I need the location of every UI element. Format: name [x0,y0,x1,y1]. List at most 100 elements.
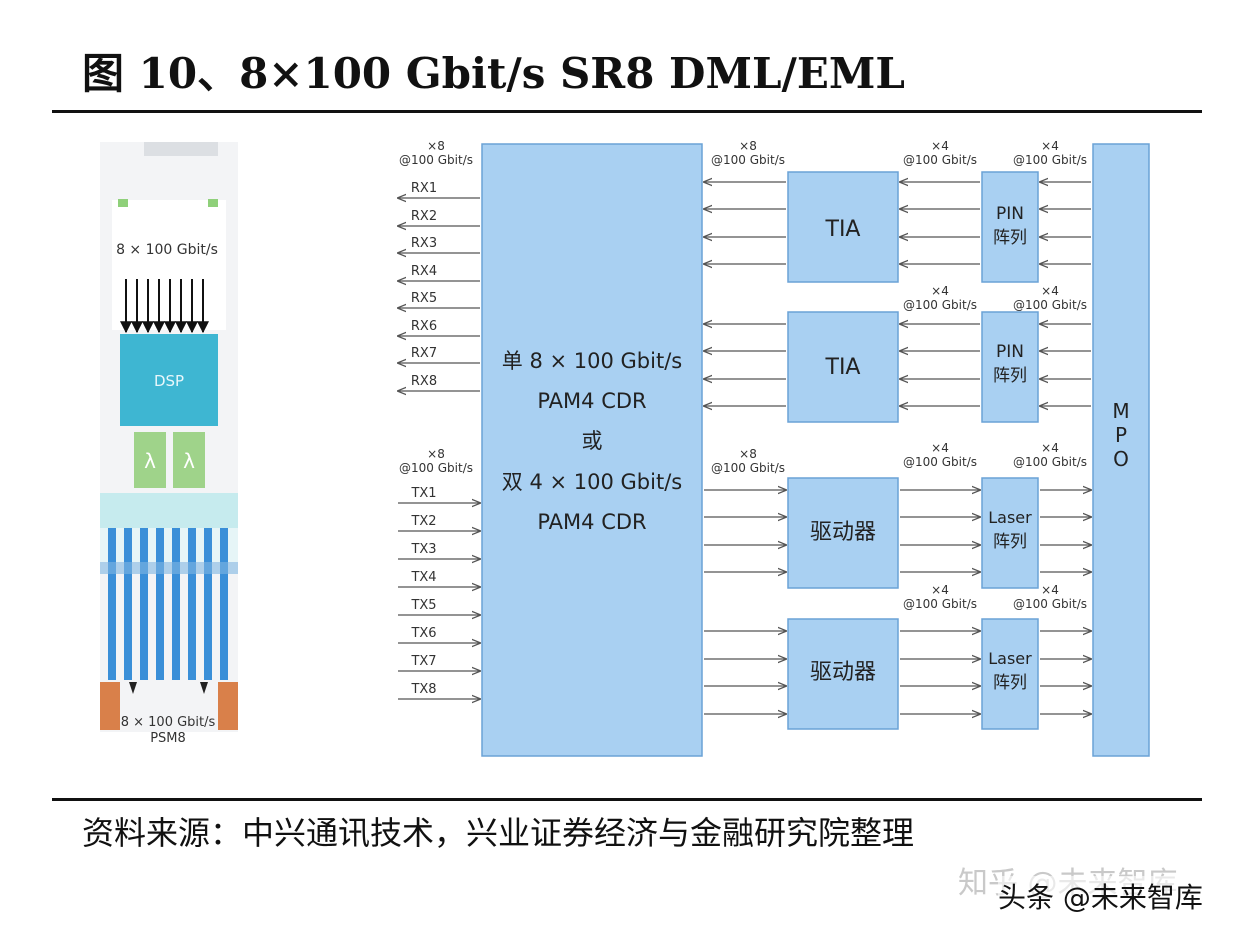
rx-mult: ×8 [427,139,445,153]
laser-label-2b: 阵列 [993,673,1027,693]
module-coupler [100,493,238,528]
cdr-rx-rate: @100 Gbit/s [711,153,785,167]
rx-label-8: RX8 [411,374,437,389]
bottom-rule [52,798,1202,801]
latch-left [129,682,137,694]
rx-label-1: RX1 [411,181,437,196]
drv1-mult: ×4 [931,441,949,455]
pin-label-2b: 阵列 [993,366,1027,386]
block-diagram: 单 8 × 100 Gbit/s PAM4 CDR 或 双 4 × 100 Gb… [398,139,1150,757]
tia2-mult: ×4 [931,284,949,298]
drv2-mult: ×4 [931,583,949,597]
tx-label-5: TX5 [410,598,436,613]
rx-label-6: RX6 [411,319,437,334]
module-input-arrows [120,279,209,334]
laser2-rate: @100 Gbit/s [1013,597,1087,611]
pin1-mult: ×4 [1041,139,1059,153]
tx-label-6: TX6 [410,626,436,641]
rx-label-7: RX7 [411,346,437,361]
connector-right [218,682,238,730]
tx-label-4: TX4 [410,570,436,585]
tx-label-1: TX1 [410,486,436,501]
rx-label-2: RX2 [411,209,437,224]
tia-label-1: TIA [825,217,861,242]
cdr-line-2: PAM4 CDR [537,389,646,413]
rx-label-5: RX5 [411,291,437,306]
drv2-rate: @100 Gbit/s [903,597,977,611]
pin-array-1 [981,171,1039,283]
cdr-block [481,143,703,757]
tx-rate: @100 Gbit/s [399,461,473,475]
laser-array-2 [981,618,1039,730]
lambda-glyph-right: λ [183,449,195,473]
tia1-rate: @100 Gbit/s [903,153,977,167]
rate-annotations: ×8 @100 Gbit/s ×8 @100 Gbit/s ×4 @100 Gb… [399,139,1087,611]
tia-label-2: TIA [825,355,861,380]
watermark-toutiao: 头条 @未来智库 [998,876,1203,916]
figure-title: 图 10、8×100 Gbit/s SR8 DML/EML [82,49,905,98]
pin1-rate: @100 Gbit/s [1013,153,1087,167]
tx-label-3: TX3 [410,542,436,557]
rx-label-4: RX4 [411,264,437,279]
mpo-label-o: O [1113,447,1129,471]
laser2-mult: ×4 [1041,583,1059,597]
tx-mult: ×8 [427,447,445,461]
mpo-label-p: P [1115,423,1127,447]
rx-rate: @100 Gbit/s [399,153,473,167]
signal-lines [398,182,1091,714]
pin2-rate: @100 Gbit/s [1013,298,1087,312]
module-top-label: 8 × 100 Gbit/s [116,242,218,258]
laser1-rate: @100 Gbit/s [1013,455,1087,469]
cdr-line-4: 双 4 × 100 Gbit/s [502,470,682,494]
source-note: 资料来源：中兴通讯技术，兴业证券经济与金融研究院整理 [82,814,915,852]
tx-label-8: TX8 [410,682,436,697]
cdr-tx-mult: ×8 [739,447,757,461]
dsp-label: DSP [154,372,184,390]
laser-label-2a: Laser [988,649,1032,668]
lambda-glyph-left: λ [144,449,156,473]
module-bottom-label-1: 8 × 100 Gbit/s [121,715,216,730]
tia1-mult: ×4 [931,139,949,153]
driver-label-1: 驱动器 [810,520,876,545]
fiber-ribbon [100,528,238,680]
cdr-tx-rate: @100 Gbit/s [711,461,785,475]
driver-label-2: 驱动器 [810,660,876,685]
module-bottom-label-2: PSM8 [150,731,186,746]
lambda-block-right [173,432,205,488]
cdr-line-1: 单 8 × 100 Gbit/s [502,349,682,373]
module-led-right [208,199,218,207]
module-top-tab [144,142,218,156]
pin-label-1a: PIN [996,204,1024,224]
laser-label-1a: Laser [988,508,1032,527]
port-labels: RX1 RX2 RX3 RX4 RX5 RX6 RX7 RX8 TX1 TX2 … [410,181,437,697]
latch-right [200,682,208,694]
tia-block-2 [787,311,899,423]
tia2-rate: @100 Gbit/s [903,298,977,312]
cdr-line-3: 或 [582,429,603,453]
tx-label-7: TX7 [410,654,436,669]
driver-block-1 [787,477,899,589]
laser1-mult: ×4 [1041,441,1059,455]
laser-array-1 [981,477,1039,589]
pin-label-2a: PIN [996,342,1024,362]
top-rule [52,110,1202,113]
pin-array-2 [981,311,1039,423]
tia-block-1 [787,171,899,283]
pin2-mult: ×4 [1041,284,1059,298]
cdr-line-5: PAM4 CDR [537,510,646,534]
pin-label-1b: 阵列 [993,228,1027,248]
drv1-rate: @100 Gbit/s [903,455,977,469]
module-coupler-lower [100,528,238,562]
module-led-left [118,199,128,207]
cdr-rx-mult: ×8 [739,139,757,153]
module-illustration: 8 × 100 Gbit/s DSP λ λ [100,142,238,746]
dsp-block [120,334,218,426]
lambda-block-left [134,432,166,488]
connector-left [100,682,120,730]
mpo-block [1092,143,1150,757]
tx-label-2: TX2 [410,514,436,529]
laser-label-1b: 阵列 [993,532,1027,552]
mpo-label-m: M [1112,399,1129,423]
rx-label-3: RX3 [411,236,437,251]
